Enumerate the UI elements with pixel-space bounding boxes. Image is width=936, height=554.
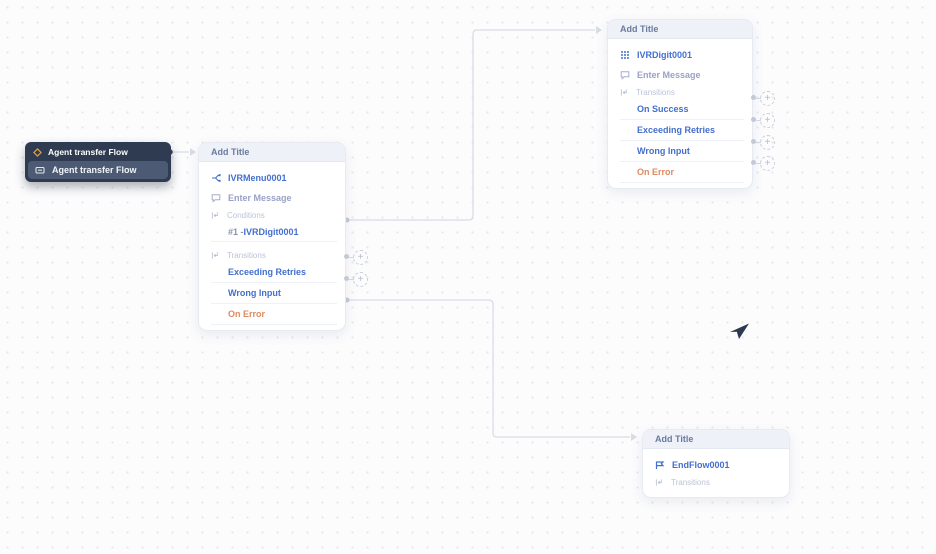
node-title-input[interactable]: Add Title (199, 143, 345, 162)
port-exceeding-retries[interactable] (344, 254, 349, 259)
menu-branch-icon (211, 173, 221, 183)
add-connection-exceeding-retries[interactable]: + (760, 113, 775, 128)
port-link (756, 163, 761, 164)
wire-menu-to-end (347, 299, 630, 438)
port-link (349, 279, 354, 280)
node-title-input[interactable]: Add Title (643, 430, 789, 449)
port-link (756, 142, 761, 143)
start-item-label: Agent transfer Flow (52, 165, 137, 175)
transitions-icon (211, 251, 220, 260)
node-name-row[interactable]: EndFlow0001 (655, 457, 783, 473)
node-card-endflow0001[interactable]: Add Title EndFlow0001 Transitions (642, 429, 790, 498)
port-on-success[interactable] (751, 95, 756, 100)
enter-message-label: Enter Message (228, 193, 292, 203)
node-name-row[interactable]: IVRMenu0001 (211, 170, 339, 186)
condition-index: #1 - (228, 226, 244, 237)
dialpad-icon (620, 50, 630, 60)
add-connection-on-success[interactable]: + (760, 91, 775, 106)
port-wrong-input[interactable] (344, 276, 349, 281)
node-name-label: IVRDigit0001 (637, 50, 693, 60)
port-on-error[interactable] (751, 160, 756, 165)
arrowhead-into-menu (190, 148, 196, 156)
transitions-icon (620, 88, 629, 97)
start-node-header: Agent transfer Flow (28, 144, 168, 161)
transition-on-error[interactable]: On Error (211, 304, 337, 325)
transition-exceeding-retries[interactable]: Exceeding Retries (620, 120, 744, 141)
transition-wrong-input[interactable]: Wrong Input (211, 283, 337, 304)
message-bubble-icon (620, 70, 630, 80)
node-name-label: EndFlow0001 (672, 460, 730, 470)
port-exceeding-retries[interactable] (751, 117, 756, 122)
condition-row-1[interactable]: #1 - IVRDigit0001 (211, 222, 337, 242)
wire-menu-to-digit (347, 29, 595, 221)
transitions-section-label: Transitions (620, 85, 746, 99)
flow-step-icon (35, 165, 45, 175)
node-card-ivrmenu0001[interactable]: Add Title IVRMenu0001 Enter Message Cond… (198, 142, 346, 331)
add-connection-wrong-input[interactable]: + (760, 135, 775, 150)
port-link (756, 120, 761, 121)
node-name-row[interactable]: IVRDigit0001 (620, 47, 746, 63)
flow-diamond-icon (33, 147, 42, 157)
node-name-label: IVRMenu0001 (228, 173, 287, 183)
node-card-ivrdigit0001[interactable]: Add Title IVRDigit0001 Enter Message Tra… (607, 19, 753, 189)
end-flow-icon (655, 460, 665, 470)
transition-on-error[interactable]: On Error (620, 162, 744, 183)
enter-message-row[interactable]: Enter Message (211, 190, 339, 206)
port-wrong-input[interactable] (751, 139, 756, 144)
add-connection-on-error[interactable]: + (760, 156, 775, 171)
add-connection-wrong-input[interactable]: + (353, 272, 368, 287)
transition-exceeding-retries[interactable]: Exceeding Retries (211, 262, 337, 283)
enter-message-row[interactable]: Enter Message (620, 67, 746, 83)
port-link (756, 98, 761, 99)
start-node-selected-item[interactable]: Agent transfer Flow (28, 161, 168, 179)
add-connection-exceeding-retries[interactable]: + (353, 250, 368, 265)
conditions-section-label: Conditions (211, 208, 339, 222)
arrowhead-into-end (631, 433, 637, 441)
start-node-agent-transfer-flow[interactable]: Agent transfer Flow Agent transfer Flow (25, 142, 171, 182)
transition-on-success[interactable]: On Success (620, 99, 744, 120)
start-node-title: Agent transfer Flow (48, 147, 128, 157)
transitions-icon (655, 478, 664, 487)
arrowhead-into-digit (596, 26, 602, 34)
port-link (349, 257, 354, 258)
message-bubble-icon (211, 193, 221, 203)
mouse-cursor-icon (730, 323, 749, 339)
transitions-section-label: Transitions (655, 475, 783, 489)
conditions-icon (211, 211, 220, 220)
node-title-input[interactable]: Add Title (608, 20, 752, 39)
transition-wrong-input[interactable]: Wrong Input (620, 141, 744, 162)
enter-message-label: Enter Message (637, 70, 701, 80)
transitions-section-label: Transitions (211, 248, 339, 262)
condition-target: IVRDigit0001 (243, 226, 299, 237)
